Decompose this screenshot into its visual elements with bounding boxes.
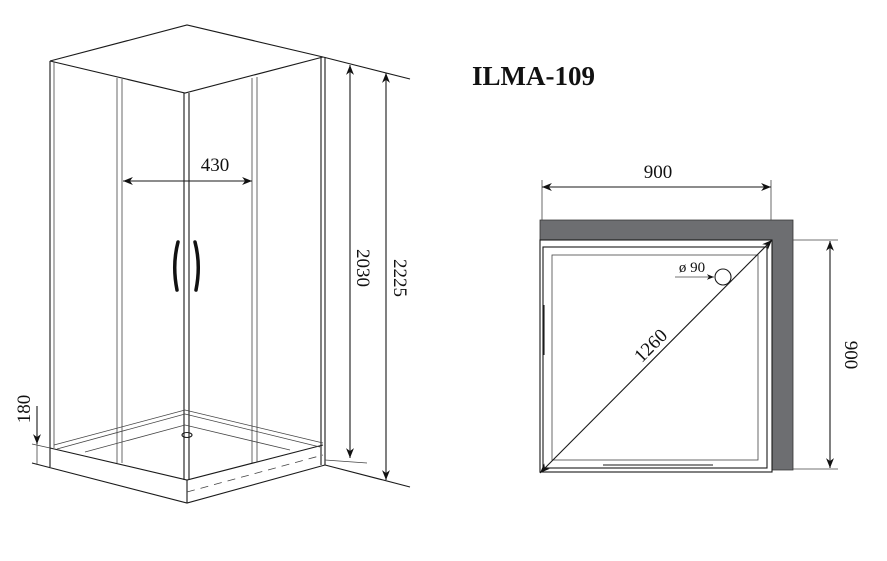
hidden-line [186, 454, 324, 493]
door-width-label: 430 [201, 155, 230, 176]
depth-label: 900 [840, 341, 861, 370]
cabin-height-label: 2030 [352, 249, 373, 287]
drain-circle-icon [714, 268, 732, 286]
left-handle-icon [173, 240, 180, 292]
elevation-view: 430 2030 2225 180 [14, 24, 411, 504]
total-height-label: 2225 [389, 259, 410, 297]
drain-diameter-label: ø 90 [679, 260, 705, 276]
roof-front-edges [49, 56, 324, 94]
roof-back-edges [49, 24, 324, 62]
drain-icon [181, 431, 193, 439]
diagonal-label: 1260 [630, 325, 672, 367]
tray-height-label: 180 [14, 395, 35, 424]
width-label: 900 [644, 162, 673, 183]
model-title: ILMA-109 [472, 61, 595, 91]
wall-top-line [322, 56, 411, 80]
plan-view: 1260 ø 90 900 900 [539, 162, 861, 474]
right-handle-icon [193, 240, 200, 292]
